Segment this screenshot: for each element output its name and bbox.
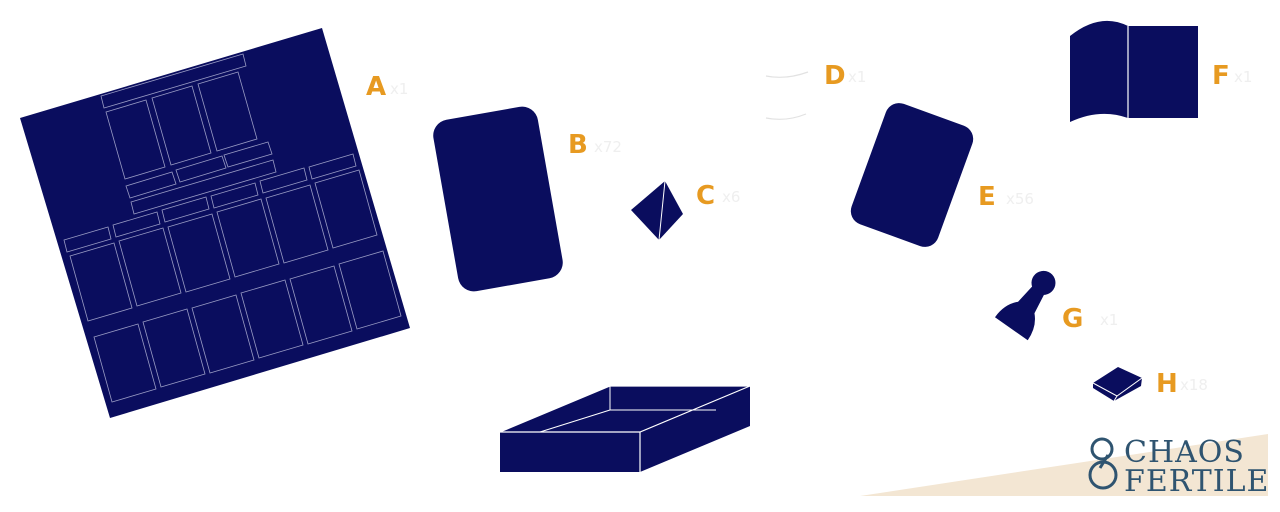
pyramid-token-icon (631, 180, 683, 241)
label-qty-h: x18 (1180, 376, 1208, 394)
label-letter-b: B (568, 130, 588, 160)
label-qty-c: x6 (722, 188, 740, 206)
label-letter-h: H (1156, 369, 1178, 399)
label-letter-e: E (978, 182, 996, 212)
game-box-tray-icon (499, 385, 751, 472)
label-letter-c: C (696, 181, 715, 211)
chaos-fertile-logo-icon (1088, 437, 1118, 490)
label-letter-a: A (366, 72, 386, 102)
label-letter-g: G (1062, 304, 1083, 334)
brand-line-2: FERTILE (1124, 464, 1269, 499)
label-qty-e: x56 (1006, 190, 1034, 208)
scroll-icon (765, 71, 809, 120)
pawn-icon (994, 270, 1056, 341)
player-board-icon (20, 28, 410, 418)
cube-icon (1092, 367, 1143, 402)
label-qty-d: x1 (848, 68, 866, 86)
label-qty-g: x1 (1100, 311, 1118, 329)
label-qty-a: x1 (390, 80, 408, 98)
label-letter-d: D (824, 61, 846, 91)
label-letter-f: F (1212, 61, 1230, 91)
brand-band (860, 434, 1268, 496)
large-card-icon (433, 106, 563, 292)
label-qty-b: x72 (594, 138, 622, 156)
label-qty-f: x1 (1234, 68, 1252, 86)
rulebook-icon (1070, 20, 1198, 123)
small-card-icon (850, 103, 974, 247)
brand-line-1: CHAOS (1124, 435, 1245, 470)
